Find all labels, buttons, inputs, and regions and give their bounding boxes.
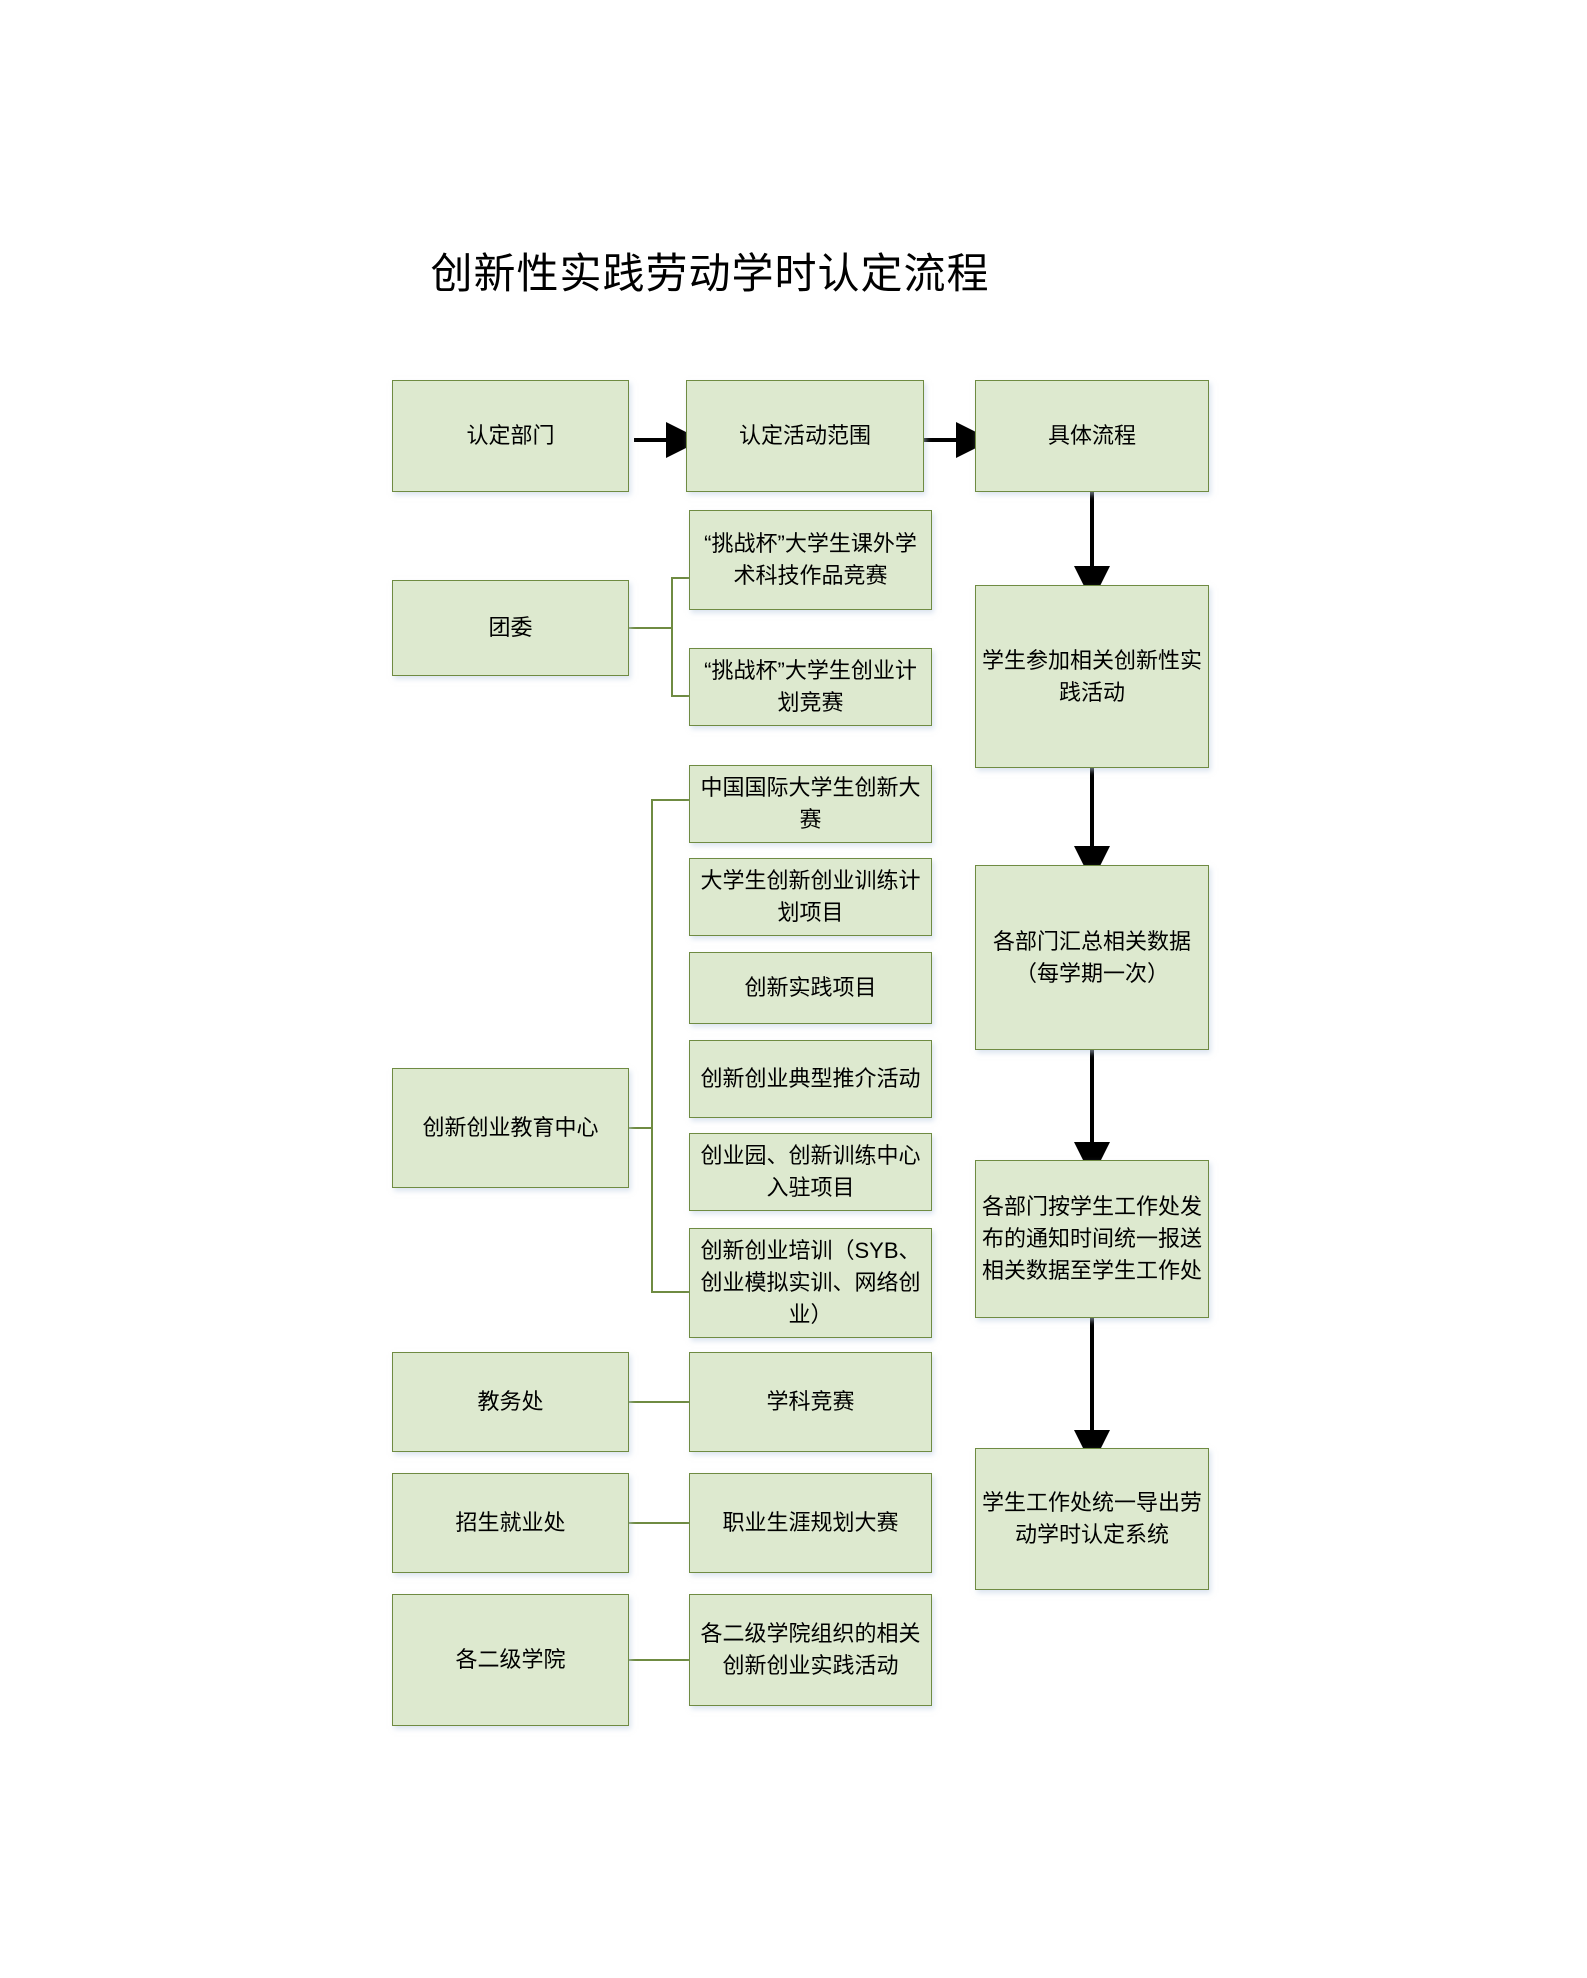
node-specific-process[interactable]: 具体流程	[975, 380, 1209, 492]
node-activity-college-organized-practice[interactable]: 各二级学院组织的相关创新创业实践活动	[689, 1594, 932, 1706]
node-dept-youth-league[interactable]: 团委	[392, 580, 629, 676]
node-activity-innovation-training-plan[interactable]: 大学生创新创业训练计划项目	[689, 858, 932, 936]
node-dept-secondary-colleges[interactable]: 各二级学院	[392, 1594, 629, 1726]
bracket-d1	[629, 577, 696, 697]
node-activity-incubator-projects[interactable]: 创业园、创新训练中心入驻项目	[689, 1133, 932, 1211]
node-process-student-participation[interactable]: 学生参加相关创新性实践活动	[975, 585, 1209, 768]
node-activity-typical-promotion[interactable]: 创新创业典型推介活动	[689, 1040, 932, 1118]
node-recognition-department[interactable]: 认定部门	[392, 380, 629, 492]
page-title: 创新性实践劳动学时认定流程	[430, 250, 990, 297]
node-recognition-activity-scope[interactable]: 认定活动范围	[686, 380, 924, 492]
node-dept-academic-affairs[interactable]: 教务处	[392, 1352, 629, 1452]
node-activity-entrepreneurship-training[interactable]: 创新创业培训（SYB、创业模拟实训、网络创业）	[689, 1228, 932, 1338]
node-process-report-submission[interactable]: 各部门按学生工作处发布的通知时间统一报送相关数据至学生工作处	[975, 1160, 1209, 1318]
node-activity-challenge-cup-startup[interactable]: “挑战杯”大学生创业计划竞赛	[689, 648, 932, 726]
node-dept-admissions-employment[interactable]: 招生就业处	[392, 1473, 629, 1573]
node-activity-innovation-practice-project[interactable]: 创新实践项目	[689, 952, 932, 1024]
node-dept-innovation-center[interactable]: 创新创业教育中心	[392, 1068, 629, 1188]
node-activity-career-planning-contest[interactable]: 职业生涯规划大赛	[689, 1473, 932, 1573]
node-activity-china-intl-innovation[interactable]: 中国国际大学生创新大赛	[689, 765, 932, 843]
node-activity-discipline-competition[interactable]: 学科竞赛	[689, 1352, 932, 1452]
bracket-d2	[629, 799, 696, 1293]
node-activity-challenge-cup-academic[interactable]: “挑战杯”大学生课外学术科技作品竞赛	[689, 510, 932, 610]
node-process-export-system[interactable]: 学生工作处统一导出劳动学时认定系统	[975, 1448, 1209, 1590]
node-process-department-aggregation[interactable]: 各部门汇总相关数据（每学期一次）	[975, 865, 1209, 1050]
